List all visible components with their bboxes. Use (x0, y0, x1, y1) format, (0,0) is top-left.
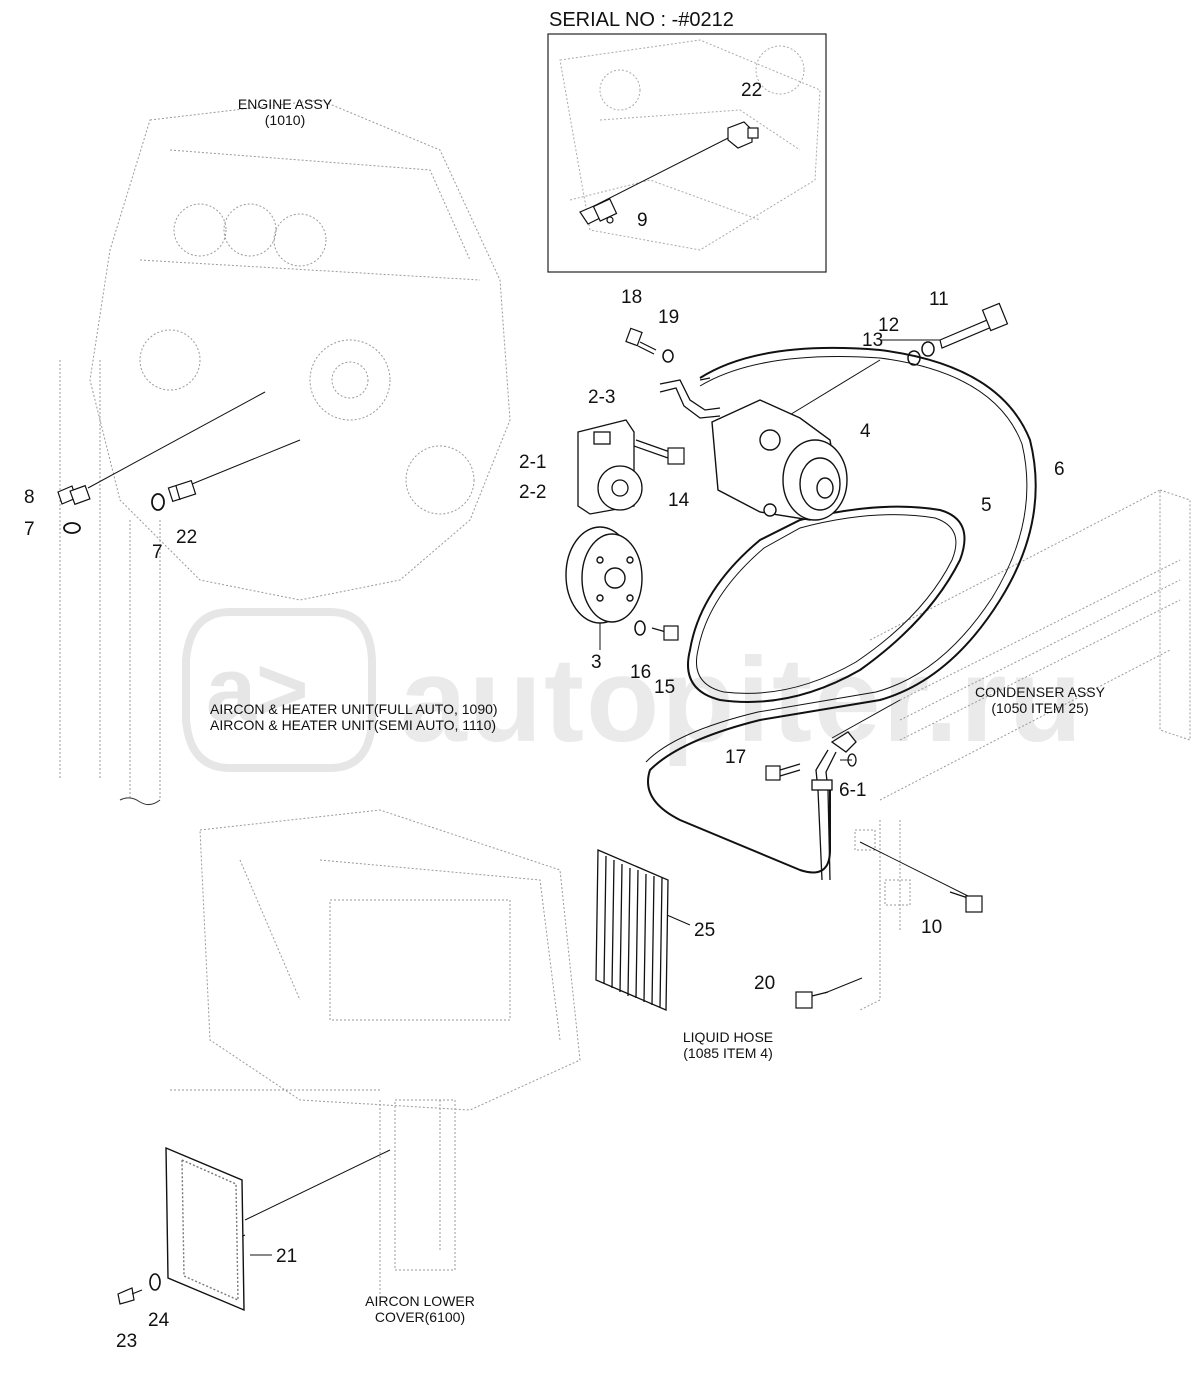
washer-12 (921, 341, 935, 357)
callout-5: 5 (981, 495, 992, 516)
callout-21: 21 (276, 1246, 298, 1267)
inset-fitting-22 (727, 121, 759, 149)
condenser-title: CONDENSER ASSY (975, 684, 1105, 700)
lower-cover-ref: COVER(6100) (374, 1309, 466, 1325)
aircon-semi-auto: AIRCON & HEATER UNIT(SEMI AUTO, 1110) (210, 717, 497, 733)
callout-25: 25 (694, 920, 716, 941)
callout-4: 4 (860, 421, 871, 442)
lower-cover-21 (165, 1146, 245, 1312)
bolt-17 (765, 763, 801, 781)
inset-valve-9 (579, 198, 618, 225)
callout-20: 20 (754, 973, 776, 994)
engine-assy-note: ENGINE ASSY (1010) (230, 96, 340, 128)
serial-number-label: SERIAL NO : -#0212 (549, 9, 734, 31)
callout-2-3: 2-3 (588, 387, 616, 408)
valve-8 (57, 484, 91, 506)
condenser-note: CONDENSER ASSY (1050 ITEM 25) (960, 684, 1120, 716)
callout-13: 13 (862, 330, 884, 351)
svg-text:a>: a> (206, 640, 309, 740)
tensioner-assembly (577, 419, 643, 515)
callout-22-inset: 22 (741, 80, 763, 101)
callout-10: 10 (921, 917, 943, 938)
callout-6-1: 6-1 (839, 780, 867, 801)
engine-sketch (59, 99, 511, 806)
belt-5 (687, 505, 966, 703)
aircon-unit-note: AIRCON & HEATER UNIT(FULL AUTO, 1090) AI… (210, 701, 498, 733)
engine-assy-ref: (1010) (264, 112, 306, 128)
washer-16 (634, 620, 646, 636)
callout-23: 23 (116, 1331, 138, 1352)
condenser-ref: (1050 ITEM 25) (991, 700, 1089, 716)
callout-2-2: 2-2 (519, 482, 547, 503)
callout-7-left: 7 (24, 519, 35, 540)
aircon-unit-sketch (170, 809, 581, 1300)
washer-19 (662, 349, 674, 363)
callout-18: 18 (621, 287, 643, 308)
callout-22-main: 22 (176, 527, 198, 548)
lower-cover-note: AIRCON LOWER COVER(6100) (365, 1293, 475, 1325)
hose-pipe (659, 377, 721, 419)
fitting-22 (167, 479, 197, 503)
callout-17: 17 (725, 747, 747, 768)
bolt-18 (625, 327, 657, 355)
callout-19: 19 (658, 307, 680, 328)
liquid-hose-note: LIQUID HOSE (1085 ITEM 4) (668, 1029, 788, 1061)
callout-15: 15 (654, 677, 676, 698)
washer-24 (149, 1273, 161, 1291)
callout-11: 11 (929, 289, 949, 310)
callout-2-1: 2-1 (519, 452, 547, 473)
callout-24: 24 (148, 1310, 170, 1331)
liquid-hose-ref: (1085 ITEM 4) (683, 1045, 773, 1061)
callout-3: 3 (591, 652, 602, 673)
hose-fitting-6-1 (811, 731, 857, 881)
bolt-23 (117, 1287, 143, 1305)
watermark: autopiter.ru (400, 633, 1085, 767)
callout-7-mid: 7 (152, 542, 163, 563)
clip-7-mid (151, 493, 165, 511)
bolt-14 (633, 439, 685, 465)
bolt-15 (651, 625, 679, 641)
callout-14: 14 (668, 490, 690, 511)
serial-inset-frame (547, 33, 827, 273)
pulley-3 (565, 526, 643, 624)
compressor-4 (711, 399, 848, 521)
lower-cover-title: AIRCON LOWER (365, 1293, 475, 1309)
callout-9: 9 (637, 210, 648, 231)
callout-12: 12 (878, 315, 900, 336)
bolt-11 (939, 302, 1009, 349)
watermark-logo: a> (182, 608, 376, 772)
belt-6 (647, 346, 1037, 874)
aircon-full-auto: AIRCON & HEATER UNIT(FULL AUTO, 1090) (210, 701, 498, 717)
inset-engine-sketch (559, 39, 821, 251)
bolt-20 (795, 991, 829, 1009)
callout-8: 8 (24, 487, 35, 508)
bolt-10 (949, 891, 983, 913)
condenser-sketch (854, 489, 1191, 1011)
engine-assy-title: ENGINE ASSY (237, 96, 333, 112)
clip-7-left (63, 522, 81, 534)
callout-16: 16 (630, 662, 652, 683)
liquid-hose-title: LIQUID HOSE (682, 1029, 774, 1045)
callout-6: 6 (1054, 459, 1065, 480)
filter-25 (595, 849, 669, 1011)
